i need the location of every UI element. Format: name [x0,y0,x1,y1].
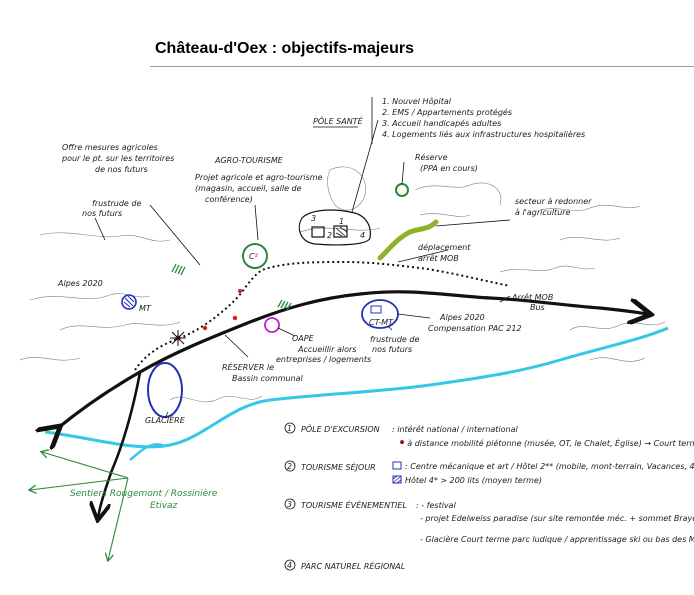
svg-text:(magasin, accueil, salle de: (magasin, accueil, salle de [195,184,302,193]
hatch-marks [171,263,292,311]
reserve-circle [395,183,409,197]
legend-text-2b: Hôtel 4* > 200 lits (moyen terme) [405,475,542,485]
oape-circle [264,317,280,333]
svg-text:nos futurs: nos futurs [82,209,122,218]
agro-tourisme-title: AGRO-TOURISME [214,156,284,165]
reserve-note: Réserve (PPA en cours) [415,152,478,173]
alpes-hatch [123,295,135,308]
svg-text:Bus: Bus [530,303,545,312]
svg-text:de nos futurs: de nos futurs [95,165,148,174]
glaciere-label: GLACIÈRE [145,414,186,425]
svg-text:frustrude de: frustrude de [92,199,141,208]
svg-text:1: 1 [339,217,344,226]
arret-mob-note: Arrêt MOB Bus [511,292,553,312]
svg-text:Offre mesures agricoles: Offre mesures agricoles [62,143,158,152]
secteur-note: secteur à redonner à l'agriculture [515,197,592,217]
church-star-icon [170,330,186,346]
svg-text:4. Logements liés aux infrastr: 4. Logements liés aux infrastructures ho… [382,129,585,139]
leader-lines [94,119,511,419]
alpes-2020-right-note: Alpes 2020 Compensation PAC 212 [428,313,522,333]
legend-title-3: TOURISME ÉVÉNEMENTIEL [301,499,407,510]
agro-tourism-circle [242,243,268,269]
svg-text:Sentiers Rougemont / Rossinièr: Sentiers Rougemont / Rossinière [70,488,218,499]
legend-num-2: 2 [287,462,292,471]
mt-label: MT [139,304,152,313]
svg-text:3: 3 [311,214,316,223]
svg-text:Accueillir alors: Accueillir alors [297,345,356,354]
svg-text:2: 2 [327,231,332,240]
ct-mt-square [370,305,382,314]
svg-text:pour le pt. sur les territoire: pour le pt. sur les territoires [61,154,174,163]
svg-text:entreprises / logements: entreprises / logements [276,355,371,364]
svg-text:Compensation PAC 212: Compensation PAC 212 [428,324,522,333]
legend-num-3: 3 [287,500,292,509]
title-divider [150,66,694,67]
sentier-note: Sentiers Rougemont / Rossinière Etivaz [70,488,218,511]
legend-text-3b: - projet Edelweiss paradise (sur site re… [420,513,694,523]
svg-text:Réserve: Réserve [415,152,448,162]
legend-num-1: 1 [287,424,292,433]
svg-text:à l'agriculture: à l'agriculture [515,208,571,217]
agro-circle-label: C² [249,252,259,261]
svg-text:nos futurs: nos futurs [372,345,412,354]
legend-text-3: : - festival [416,501,457,510]
svg-text:déplacement: déplacement [418,242,471,252]
svg-text:arrêt MOB: arrêt MOB [418,253,459,263]
glaciere-ellipse [147,362,183,418]
svg-text:secteur à redonner: secteur à redonner [515,197,592,206]
ct-mt-label: CT-MT [369,318,394,327]
svg-text:Bassin communal: Bassin communal [232,374,303,383]
agro-description: Projet agricole et agro-tourisme (magasi… [195,173,323,204]
legend-text-3c: - Glacière Court terme parc ludique / ap… [420,534,694,544]
excursion-points [175,289,242,341]
svg-text:RÉSERVER le: RÉSERVER le [222,361,274,372]
reserver-note: RÉSERVER le Bassin communal [222,361,303,383]
legend-title-4: PARC NATUREL RÉGIONAL [301,560,405,571]
building-numbers: 3 2 1 4 [311,214,365,240]
legend-red-dot [400,440,404,444]
legend-num-4: 4 [287,561,292,570]
legend-text-1: : intérêt national / international [392,424,519,434]
svg-text:Arrêt MOB: Arrêt MOB [511,292,553,302]
page-title: Château-d'Oex : objectifs-majeurs [155,40,414,57]
svg-text:frustrude de: frustrude de [370,335,419,344]
svg-text:1. Nouvel Hôpital: 1. Nouvel Hôpital [382,96,452,106]
frustrude-left-note: frustrude de nos futurs [82,199,141,218]
svg-text:Projet agricole et agro-touris: Projet agricole et agro-tourisme [195,173,323,182]
sante-items: 1. Nouvel Hôpital 2. EMS / Appartements … [382,96,585,139]
svg-text:conférence): conférence) [205,194,253,204]
legend-text-2: : Centre mécanique et art / Hôtel 2** (m… [405,461,694,471]
hiking-trail-arrows [30,452,129,560]
alpes-2020-left-label: Alpes 2020 [57,279,103,288]
main-road [58,290,648,428]
health-pole-buildings [298,209,371,246]
svg-text:Alpes 2020: Alpes 2020 [439,313,485,322]
svg-text:4: 4 [360,231,365,240]
pole-sante-label: PÔLE SANTÉ [313,115,364,126]
svg-text:(PPA en cours): (PPA en cours) [420,164,478,173]
deplacement-note: déplacement arrêt MOB [418,242,471,263]
legend-title-2: TOURISME SÉJOUR [301,461,376,472]
legend: 1 PÔLE D'EXCURSION : intérêt national / … [284,422,694,571]
offre-mesures-note: Offre mesures agricoles pour le pt. sur … [61,143,174,174]
frustrude-right-note: frustrude de nos futurs [370,335,419,354]
legend-text-1b: • à distance mobilité piétonne (musée, O… [400,437,694,448]
legend-title-1: PÔLE D'EXCURSION [301,423,380,434]
svg-text:OAPE: OAPE [292,334,315,343]
oape-note: OAPE Accueillir alors entreprises / loge… [276,334,371,364]
road-branch-south [98,371,142,518]
legend-blue-square [392,461,402,470]
agriculture-sector-band [377,219,439,261]
svg-text:3. Accueil handicapés adultes: 3. Accueil handicapés adultes [382,118,501,128]
svg-text:Etivaz: Etivaz [150,501,178,511]
alpes-2020-left-circle [121,294,137,310]
svg-text:2. EMS / Appartements protégés: 2. EMS / Appartements protégés [382,107,512,117]
